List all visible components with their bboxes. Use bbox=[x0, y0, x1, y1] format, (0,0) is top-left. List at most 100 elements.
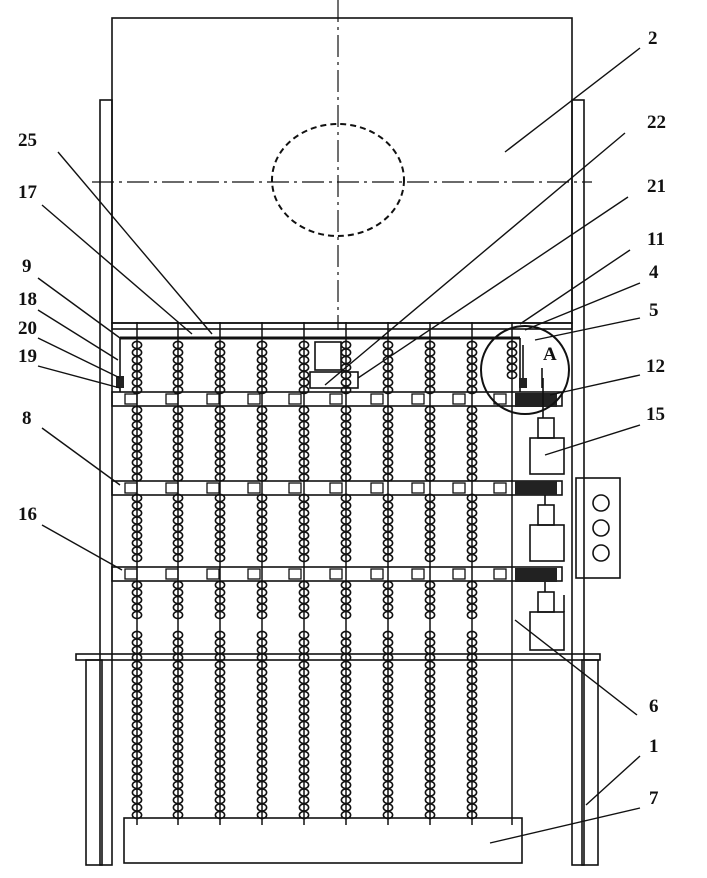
chain-bead bbox=[382, 553, 394, 563]
chain-bead bbox=[466, 610, 478, 620]
dashed-circle bbox=[271, 123, 405, 237]
plate-block bbox=[124, 393, 138, 405]
chain-bead bbox=[214, 553, 226, 563]
plate-1 bbox=[111, 391, 563, 407]
chain-bead bbox=[131, 385, 143, 395]
plate-block bbox=[411, 568, 425, 580]
chain-bead bbox=[131, 810, 143, 820]
coil-3 bbox=[515, 568, 557, 582]
chain-bead bbox=[131, 610, 143, 620]
button-icon bbox=[592, 544, 610, 562]
button-icon bbox=[592, 519, 610, 537]
label-19: 19 bbox=[18, 346, 37, 367]
chain-bead bbox=[340, 610, 352, 620]
chain-bead bbox=[466, 385, 478, 395]
chain-bead bbox=[172, 385, 184, 395]
chain-bead bbox=[466, 810, 478, 820]
plate-block bbox=[329, 568, 343, 580]
plate-block bbox=[411, 393, 425, 405]
top-housing bbox=[111, 17, 573, 324]
label-12: 12 bbox=[646, 356, 665, 377]
right-components: A bbox=[116, 325, 621, 651]
part-labels: 2 22 21 11 4 5 12 15 6 1 7 25 17 9 18 20… bbox=[18, 28, 666, 809]
chain-bead bbox=[424, 610, 436, 620]
chain-bead bbox=[298, 610, 310, 620]
label-17: 17 bbox=[18, 182, 38, 203]
chain-bead bbox=[256, 553, 268, 563]
button-icon bbox=[592, 494, 610, 512]
chain-bead bbox=[172, 810, 184, 820]
plate-block bbox=[124, 568, 138, 580]
chain-bead bbox=[424, 385, 436, 395]
base-tray bbox=[123, 817, 523, 864]
plate-block bbox=[452, 482, 466, 494]
plate-block bbox=[206, 482, 220, 494]
detail-circle-a bbox=[480, 325, 570, 415]
chain-bead bbox=[424, 553, 436, 563]
chain-bead bbox=[214, 473, 226, 482]
leader-lines bbox=[37, 47, 641, 844]
plate-block bbox=[206, 568, 220, 580]
motor-15 bbox=[529, 437, 565, 475]
chain-bead bbox=[424, 473, 436, 482]
plate-block bbox=[452, 393, 466, 405]
label-9: 9 bbox=[22, 256, 32, 277]
plate-block bbox=[493, 482, 507, 494]
label-22: 22 bbox=[647, 112, 666, 133]
label-15: 15 bbox=[646, 404, 665, 425]
label-6: 6 bbox=[649, 696, 659, 717]
control-box bbox=[575, 477, 621, 579]
plate-block bbox=[247, 568, 261, 580]
chain-bead bbox=[340, 473, 352, 482]
label-7: 7 bbox=[649, 788, 659, 809]
plate-block bbox=[329, 482, 343, 494]
plate-block bbox=[493, 568, 507, 580]
chain-bead bbox=[214, 810, 226, 820]
chain-bead bbox=[214, 385, 226, 395]
plate-block bbox=[165, 568, 179, 580]
label-25: 25 bbox=[18, 130, 37, 151]
plates bbox=[111, 322, 573, 582]
chain-bead bbox=[298, 810, 310, 820]
chain-bead bbox=[298, 473, 310, 482]
chain-bead bbox=[256, 810, 268, 820]
chain-bead bbox=[340, 385, 352, 395]
chain-bead bbox=[424, 810, 436, 820]
chain-bead bbox=[172, 473, 184, 482]
chain-bead bbox=[382, 473, 394, 482]
chain-bead bbox=[506, 370, 518, 380]
chain-bead bbox=[214, 610, 226, 620]
plate-block bbox=[493, 393, 507, 405]
chain-bead bbox=[382, 810, 394, 820]
chain-bead bbox=[298, 553, 310, 563]
plate-block bbox=[370, 482, 384, 494]
label-4: 4 bbox=[649, 262, 659, 283]
chain-bead bbox=[256, 385, 268, 395]
chain-bead bbox=[172, 553, 184, 563]
plate-block bbox=[247, 393, 261, 405]
coil-2 bbox=[515, 481, 557, 495]
chain-bead bbox=[131, 553, 143, 563]
plate-block bbox=[370, 568, 384, 580]
label-20: 20 bbox=[18, 318, 37, 339]
chain-bead bbox=[466, 553, 478, 563]
label-21: 21 bbox=[647, 176, 666, 197]
detail-marker-a: A bbox=[543, 344, 557, 365]
label-5: 5 bbox=[649, 300, 659, 321]
table-shelf bbox=[75, 653, 601, 661]
chain-bead bbox=[256, 473, 268, 482]
motor-2 bbox=[529, 524, 565, 562]
coil-12 bbox=[515, 393, 557, 407]
plate-block bbox=[288, 568, 302, 580]
chain-bead bbox=[172, 610, 184, 620]
chain-bead bbox=[298, 385, 310, 395]
label-2: 2 bbox=[648, 28, 658, 49]
label-11: 11 bbox=[647, 229, 665, 250]
chain-bead bbox=[340, 810, 352, 820]
label-16: 16 bbox=[18, 504, 37, 525]
plate-block bbox=[411, 482, 425, 494]
plate-block bbox=[247, 482, 261, 494]
plate-2 bbox=[111, 480, 563, 496]
plate-block bbox=[452, 568, 466, 580]
